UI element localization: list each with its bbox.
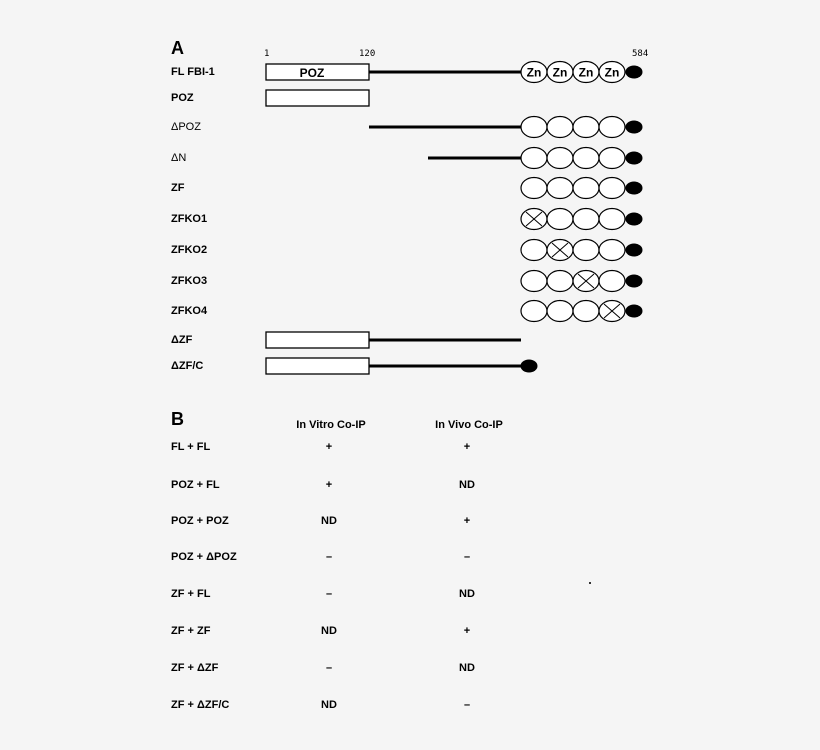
c-terminal-domain [625,65,643,79]
construct-label-fl-fbi1: FL FBI-1 [171,66,215,78]
construct-label-delta-n: ΔN [171,152,187,164]
table-row-pair-label: POZ + POZ [171,515,229,527]
table-cell-in-vivo: + [463,625,471,637]
c-terminal-domain [625,274,643,288]
zinc-finger-domain [520,146,548,170]
position-poz-end-label: 120 [359,49,376,59]
artifact-dot [589,582,591,584]
zinc-finger-domain [598,60,626,84]
construct-label-delta-zf: ΔZF [171,334,193,346]
poz-domain-label: POZ [300,66,325,80]
table-cell-in-vitro: + [325,441,333,453]
poz-domain-box [265,89,370,107]
column-header-in-vivo: In Vivo Co-IP [435,419,503,431]
table-row-pair-label: ZF + ΔZF/C [171,699,230,711]
knockout-cross-icon [577,273,595,289]
c-terminal-domain [625,120,643,134]
zinc-finger-domain [598,176,626,200]
c-terminal-domain [625,243,643,257]
c-terminal-domain [520,359,538,373]
table-row-pair-label: ZF + ΔZF [171,662,219,674]
table-row-pair-label: ZF + ZF [171,625,211,637]
zinc-finger-domain [572,115,600,139]
table-cell-in-vitro: – [325,551,333,563]
zinc-finger-domain [598,269,626,293]
knockout-cross-icon [525,211,543,227]
table-cell-in-vivo: + [463,515,471,527]
table-cell-in-vitro: – [325,588,333,600]
table-cell-in-vivo: – [463,551,471,563]
table-cell-in-vivo: ND [459,479,475,491]
poz-domain-box [265,357,370,375]
zinc-finger-label: Zn [553,66,568,80]
c-terminal-domain [625,151,643,165]
table-cell-in-vivo: – [463,699,471,711]
zinc-finger-domain [572,176,600,200]
zinc-finger-domain [572,238,600,262]
panel-b-label: B [171,409,184,429]
zinc-finger-domain [598,238,626,262]
zinc-finger-domain [520,269,548,293]
column-header-in-vitro: In Vitro Co-IP [296,419,366,431]
table-row-pair-label: FL + FL [171,441,211,453]
zinc-finger-domain [546,176,574,200]
zinc-finger-domain [520,238,548,262]
construct-label-zfko3: ZFKO3 [171,275,208,287]
position-end-label: 584 [632,49,649,59]
zinc-finger-label: Zn [527,66,542,80]
zinc-finger-label: Zn [579,66,594,80]
c-terminal-domain [625,181,643,195]
table-row-pair-label: ZF + FL [171,588,211,600]
domain-diagram: POZ Zn Zn Zn Zn [265,60,643,375]
zinc-finger-domain [546,269,574,293]
table-row-pair-label: POZ + ΔPOZ [171,551,237,563]
zinc-finger-domain [572,299,600,323]
construct-label-zfko1: ZFKO1 [171,213,208,225]
zinc-finger-domain [520,299,548,323]
construct-label-delta-zf-c: ΔZF/C [171,360,204,372]
knockout-cross-icon [603,303,621,319]
zinc-finger-domain [572,207,600,231]
construct-label-zf: ZF [171,182,185,194]
zinc-finger-domain [572,146,600,170]
table-cell-in-vitro: ND [321,699,337,711]
table-cell-in-vivo: ND [459,588,475,600]
table-cell-in-vitro: ND [321,515,337,527]
position-start-label: 1 [264,49,270,59]
c-terminal-domain [625,212,643,226]
construct-label-zfko2: ZFKO2 [171,244,208,256]
table-cell-in-vitro: – [325,662,333,674]
c-terminal-domain [625,304,643,318]
zinc-finger-domain [598,146,626,170]
table-cell-in-vitro: ND [321,625,337,637]
zinc-finger-domain [546,115,574,139]
zinc-finger-label: Zn [605,66,620,80]
table-cell-in-vitro: + [325,479,333,491]
table-cell-in-vivo: ND [459,662,475,674]
construct-label-delta-poz: ΔPOZ [171,121,201,133]
panel-a-label: A [171,38,184,58]
zinc-finger-domain [546,207,574,231]
knockout-cross-icon [551,242,569,258]
table-row-pair-label: POZ + FL [171,479,220,491]
poz-domain-box [265,331,370,349]
zinc-finger-domain [520,115,548,139]
construct-label-poz: POZ [171,92,194,104]
construct-label-zfko4: ZFKO4 [171,305,208,317]
zinc-finger-domain [598,207,626,231]
table-cell-in-vivo: + [463,441,471,453]
zinc-finger-domain [520,176,548,200]
zinc-finger-domain [546,146,574,170]
poz-domain-box [265,63,370,81]
zinc-finger-domain [546,299,574,323]
zinc-finger-domain [598,115,626,139]
